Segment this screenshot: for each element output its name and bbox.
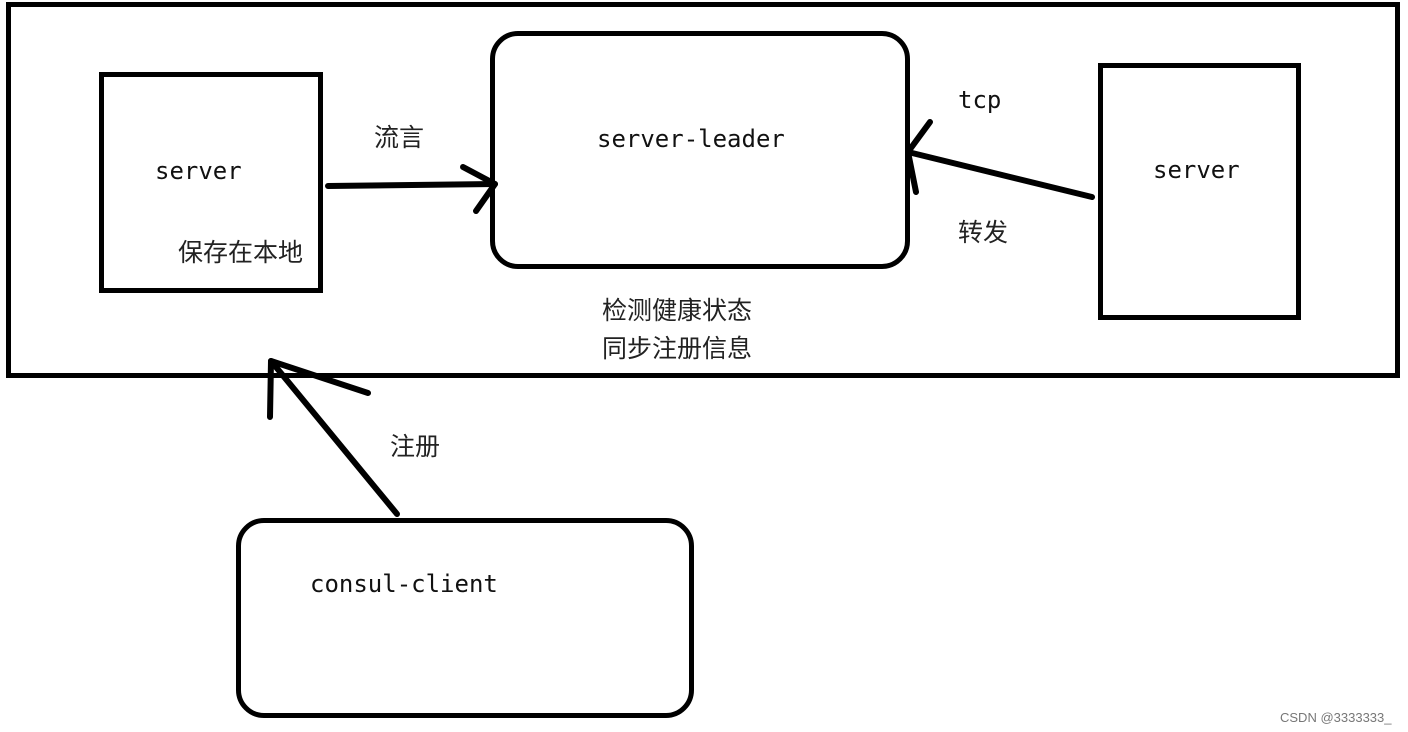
server-left-note: 保存在本地 <box>178 238 304 267</box>
gossip-arrow <box>325 164 498 214</box>
cluster-frame <box>6 2 1400 378</box>
register-edge-label: 注册 <box>390 432 441 461</box>
register-arrow <box>267 358 400 517</box>
gossip-edge-label: 流言 <box>374 123 425 152</box>
server-right-label: server <box>1153 156 1240 184</box>
forward-arrow <box>905 119 1095 200</box>
server-leader-caption-line-1: 检测健康状态 <box>602 296 753 325</box>
server-left-node <box>99 72 323 293</box>
server-right-node <box>1098 63 1301 320</box>
server-leader-label: server-leader <box>597 125 785 153</box>
server-left-label: server <box>155 157 242 185</box>
consul-client-label: consul-client <box>310 570 498 598</box>
forward-edge-label-top: tcp <box>958 86 1002 114</box>
server-leader-caption-line-2: 同步注册信息 <box>602 334 753 363</box>
csdn-watermark: CSDN @3333333_ <box>1280 710 1392 725</box>
consul-client-node <box>236 518 694 718</box>
forward-edge-label-bottom: 转发 <box>958 218 1009 247</box>
